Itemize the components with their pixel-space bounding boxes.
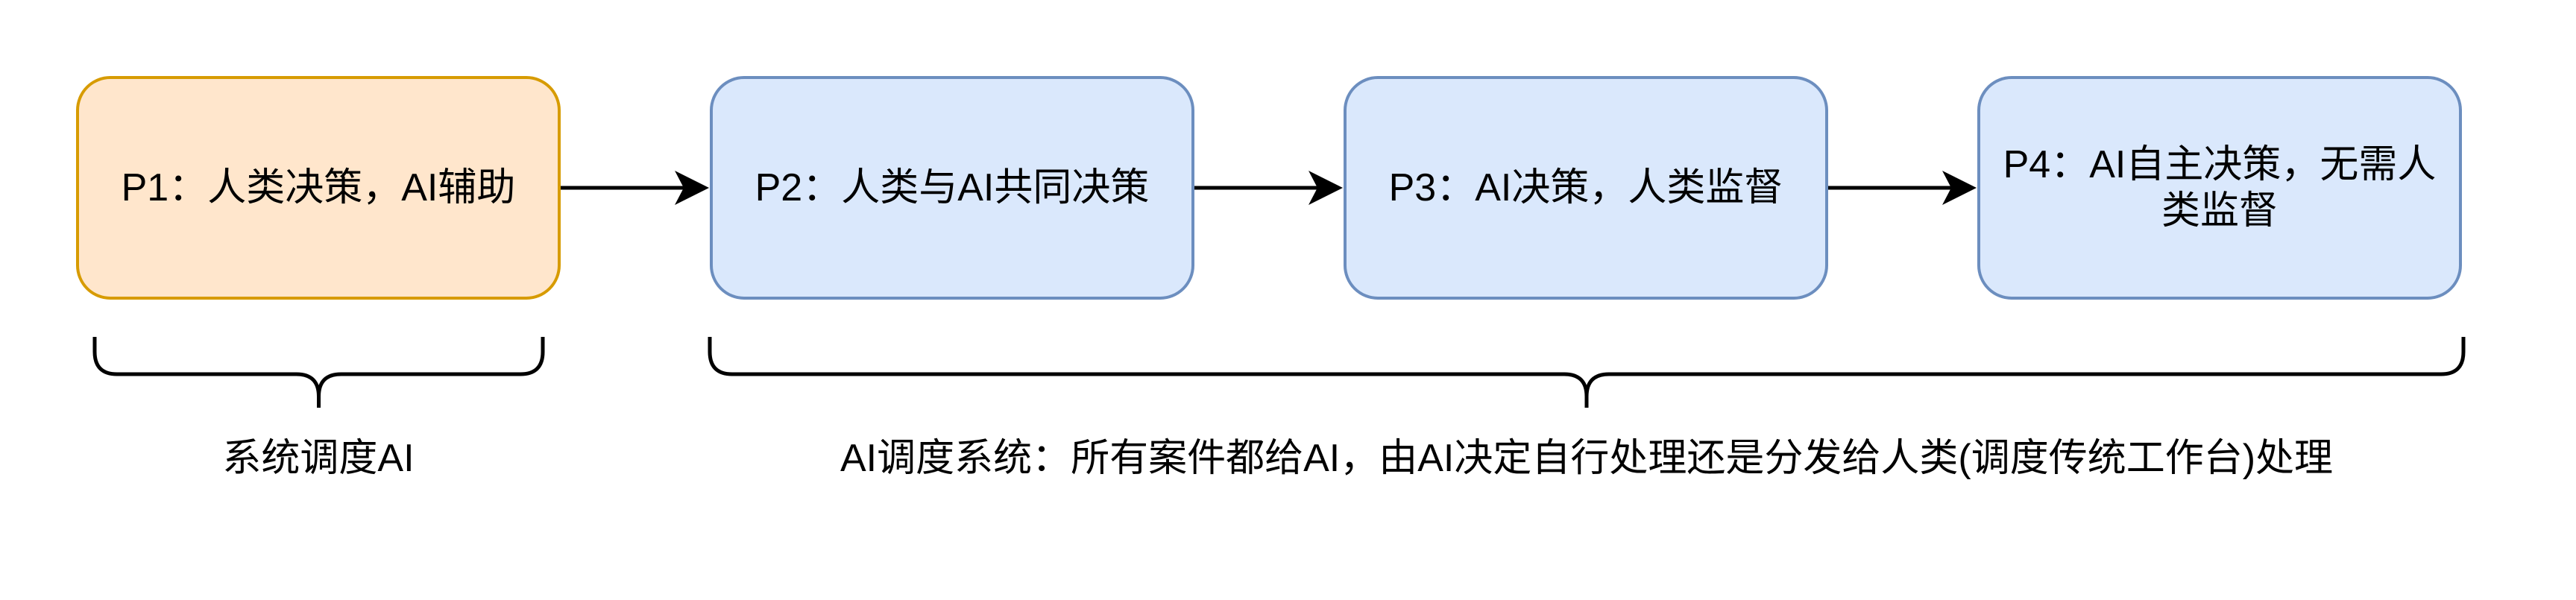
arrowhead-icon xyxy=(675,171,709,205)
arrowhead-icon xyxy=(1942,171,1977,205)
phase-label-p3: P3：AI决策，人类监督 xyxy=(1388,166,1783,209)
curly-brace-p2-p4 xyxy=(708,337,2466,408)
group-label-ai-dispatch-system: AI调度系统：所有案件都给AI，由AI决定自行处理还是分发给人类(调度传统工作台… xyxy=(840,437,2334,480)
braces-group xyxy=(92,337,2466,408)
arrows-group xyxy=(561,171,1977,205)
phase-label-p4: P4：AI自主决策，无需人类监督 xyxy=(2003,143,2437,233)
curly-brace-p1 xyxy=(92,337,545,408)
phase-label-p1: P1：人类决策，AI辅助 xyxy=(121,166,516,209)
phase-box-p2[interactable]: P2：人类与AI共同决策 xyxy=(710,76,1194,300)
phase-box-p1[interactable]: P1：人类决策，AI辅助 xyxy=(76,76,561,300)
phase-label-p2: P2：人类与AI共同决策 xyxy=(755,166,1150,209)
phase-box-p4[interactable]: P4：AI自主决策，无需人类监督 xyxy=(1977,76,2462,300)
phase-box-p3[interactable]: P3：AI决策，人类监督 xyxy=(1344,76,1828,300)
group-label-system-dispatch-ai: 系统调度AI xyxy=(222,437,415,480)
arrowhead-icon xyxy=(1309,171,1343,205)
